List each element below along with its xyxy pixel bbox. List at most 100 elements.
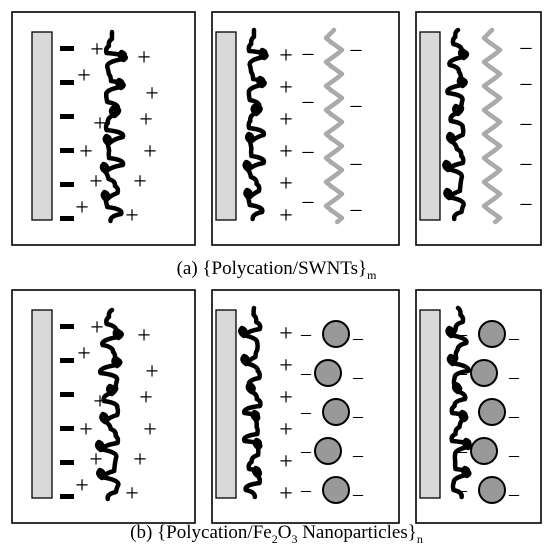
negative-charge <box>60 392 74 397</box>
negative-charge <box>60 460 74 465</box>
substrate-plate-icon <box>215 309 237 499</box>
negative-charge: – <box>350 196 363 221</box>
caption-a-subscript: m <box>367 267 377 282</box>
negative-charge <box>60 114 74 119</box>
row-nanoparticle: ++++++++++++++++++–––––––––––––––––––– <box>11 289 542 524</box>
row-swnt: ++++++++++++++++++––––––––––––– <box>11 11 542 246</box>
fe2o3-nanoparticle-icon <box>322 476 350 504</box>
positive-charge: + <box>279 353 293 379</box>
negative-charge: – <box>350 92 363 117</box>
caption-b-subscript-2: 3 <box>291 531 298 546</box>
positive-charge: + <box>279 385 293 411</box>
panel-a-3: ––––– <box>415 11 542 246</box>
caption-b-subscript-3: n <box>416 531 423 546</box>
positive-charge: + <box>143 417 157 443</box>
negative-charge: – <box>520 70 533 95</box>
negative-charge: – <box>456 401 468 423</box>
fe2o3-nanoparticle-icon <box>314 359 342 387</box>
positive-charge: + <box>125 481 139 507</box>
positive-charge: + <box>125 203 139 229</box>
negative-charge <box>60 358 74 363</box>
negative-charge: – <box>508 366 520 388</box>
panel-b-2: ++++++–––––––––– <box>211 289 400 524</box>
negative-charge: – <box>352 327 364 349</box>
substrate-plate-icon <box>419 309 441 499</box>
positive-charge: + <box>77 63 91 89</box>
negative-charge: – <box>456 479 468 501</box>
positive-charge: + <box>279 417 293 443</box>
negative-charge: – <box>520 190 533 215</box>
positive-charge: + <box>75 473 89 499</box>
positive-charge: + <box>279 43 293 69</box>
substrate-plate-icon <box>31 309 53 499</box>
polycation-chain-icon <box>94 307 124 502</box>
negative-charge: – <box>300 401 312 423</box>
positive-charge: + <box>279 481 293 507</box>
positive-charge: + <box>145 359 159 385</box>
negative-charge: – <box>352 405 364 427</box>
negative-charge <box>60 324 74 329</box>
negative-charge <box>60 182 74 187</box>
negative-charge: – <box>300 323 312 345</box>
positive-charge: + <box>89 447 103 473</box>
negative-charge: – <box>300 440 312 462</box>
positive-charge: + <box>279 107 293 133</box>
panel-a-1: ++++++++++++ <box>11 11 196 246</box>
positive-charge: + <box>279 171 293 197</box>
panel-a-2: ++++++–––––––– <box>211 11 400 246</box>
fe2o3-nanoparticle-icon <box>470 359 498 387</box>
negative-charge: – <box>508 444 520 466</box>
caption-b-text-2: O <box>277 522 292 543</box>
negative-charge: – <box>352 366 364 388</box>
positive-charge: + <box>145 81 159 107</box>
negative-charge: – <box>352 483 364 505</box>
positive-charge: + <box>93 389 107 415</box>
polycation-chain-icon <box>99 29 129 224</box>
positive-charge: + <box>143 139 157 165</box>
negative-charge: – <box>350 150 363 175</box>
negative-charge: – <box>350 36 363 61</box>
negative-charge <box>60 426 74 431</box>
negative-charge: – <box>302 88 315 113</box>
negative-charge: – <box>520 150 533 175</box>
swnt-icon <box>481 27 503 225</box>
negative-charge: – <box>508 405 520 427</box>
positive-charge: + <box>279 75 293 101</box>
positive-charge: + <box>279 449 293 475</box>
caption-swnt-assembly: (a) {Polycation/SWNTs}m <box>0 258 553 283</box>
negative-charge <box>60 216 74 221</box>
negative-charge: – <box>352 444 364 466</box>
fe2o3-nanoparticle-icon <box>478 320 506 348</box>
fe2o3-nanoparticle-icon <box>322 398 350 426</box>
fe2o3-nanoparticle-icon <box>478 476 506 504</box>
panel-b-1: ++++++++++++ <box>11 289 196 524</box>
positive-charge: + <box>90 315 104 341</box>
negative-charge: – <box>508 327 520 349</box>
panel-b-3: –––––––––– <box>415 289 542 524</box>
positive-charge: + <box>90 37 104 63</box>
negative-charge: – <box>302 188 315 213</box>
polycation-chain-icon <box>242 27 269 222</box>
negative-charge: – <box>302 138 315 163</box>
polycation-chain-icon <box>445 305 473 500</box>
positive-charge: + <box>133 447 147 473</box>
fe2o3-nanoparticle-icon <box>470 437 498 465</box>
caption-b-subscript-1: 2 <box>271 531 278 546</box>
positive-charge: + <box>279 203 293 229</box>
positive-charge: + <box>137 323 151 349</box>
negative-charge <box>60 148 74 153</box>
positive-charge: + <box>89 169 103 195</box>
substrate-plate-icon <box>215 31 237 221</box>
positive-charge: + <box>93 111 107 137</box>
caption-a-text: (a) {Polycation/SWNTs} <box>176 258 368 279</box>
caption-nanoparticle-assembly: (b) {Polycation/Fe2O3 Nanoparticles}n <box>0 522 553 547</box>
fe2o3-nanoparticle-icon <box>314 437 342 465</box>
negative-charge: – <box>456 362 468 384</box>
negative-charge: – <box>520 110 533 135</box>
positive-charge: + <box>279 321 293 347</box>
positive-charge: + <box>79 139 93 165</box>
negative-charge: – <box>300 479 312 501</box>
positive-charge: + <box>77 341 91 367</box>
substrate-plate-icon <box>31 31 53 221</box>
